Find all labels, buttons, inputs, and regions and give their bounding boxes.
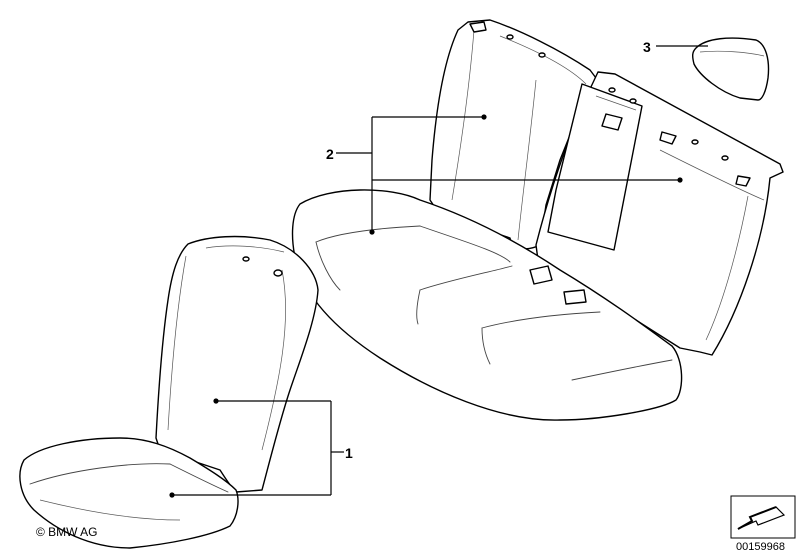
callout-part-2: 2 <box>326 146 334 162</box>
rear-seat-cushion[interactable] <box>291 189 683 421</box>
leader-lines <box>169 45 708 498</box>
arrow-icon[interactable] <box>730 495 796 539</box>
rear-backrest-left[interactable] <box>429 19 597 250</box>
document-number: 00159968 <box>736 541 785 553</box>
headrest[interactable] <box>691 37 770 101</box>
callout-part-1: 1 <box>345 445 353 461</box>
callout-part-3: 3 <box>643 39 651 55</box>
front-backrest[interactable] <box>155 235 319 493</box>
copyright-notice: © BMW AG <box>36 525 98 539</box>
rear-backrest-right[interactable] <box>535 71 784 356</box>
front-seat-cushion[interactable] <box>19 437 239 549</box>
